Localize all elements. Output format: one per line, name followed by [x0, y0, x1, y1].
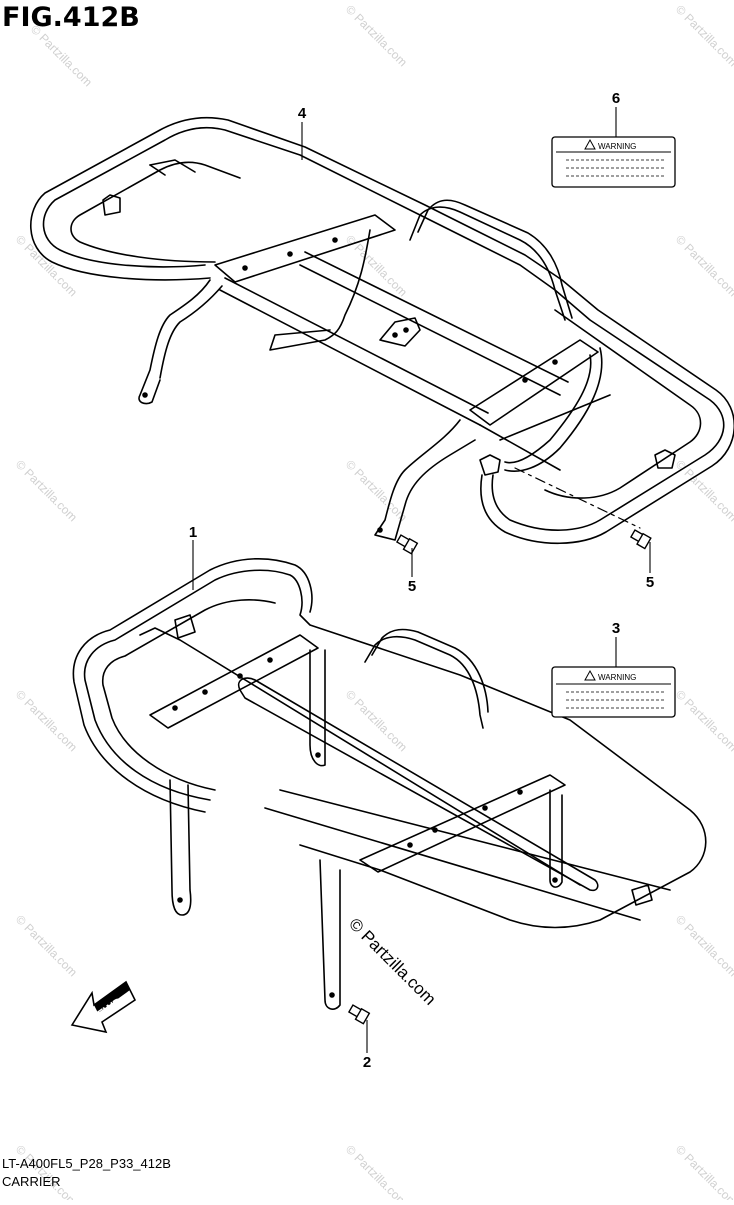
callout-6: 6 [612, 90, 620, 107]
figure-name: CARRIER [2, 1174, 61, 1189]
front-bolt [347, 1004, 371, 1025]
watermark: © Partzilla.com [13, 232, 80, 299]
watermark: © Partzilla.com [13, 1142, 80, 1200]
watermark: © Partzilla.com [673, 2, 734, 69]
watermark: © Partzilla.com [13, 457, 80, 524]
warning-text-rear: WARNING [598, 142, 636, 151]
watermark: © Partzilla.com [343, 457, 410, 524]
warning-text-front: WARNING [598, 673, 636, 682]
watermark: © Partzilla.com [13, 687, 80, 754]
callout-1: 1 [189, 524, 197, 541]
callout-3: 3 [612, 620, 620, 637]
callout-5-left: 5 [408, 578, 416, 595]
watermark: © Partzilla.com [343, 232, 410, 299]
figure-code: LT-A400FL5_P28_P33_412B [2, 1156, 171, 1171]
warning-label-rear: WARNING [551, 136, 676, 188]
figure-title: FIG.412B [2, 2, 140, 33]
bolt-left [395, 534, 419, 555]
rear-carrier [30, 116, 734, 545]
callout-5-right: 5 [646, 574, 654, 591]
callout-2: 2 [363, 1054, 371, 1071]
watermark: © Partzilla.com [13, 912, 80, 979]
fwd-arrow: FWD [70, 980, 137, 1034]
watermark: © Partzilla.com [673, 687, 734, 754]
bolt-right [629, 529, 652, 550]
warning-label-front: WARNING [551, 666, 676, 718]
watermark: © Partzilla.com [343, 2, 410, 69]
leader-lines [192, 107, 651, 1053]
watermark: © Partzilla.com [673, 1142, 734, 1200]
callout-4: 4 [298, 105, 307, 122]
watermark: © Partzilla.com [673, 457, 734, 524]
watermark: © Partzilla.com [343, 1142, 410, 1200]
watermark: © Partzilla.com [343, 687, 410, 754]
front-carrier [72, 558, 707, 1010]
watermark: © Partzilla.com [673, 912, 734, 979]
partzilla-watermark: © Partzilla.com [345, 914, 439, 1008]
watermark: © Partzilla.com [673, 232, 734, 299]
